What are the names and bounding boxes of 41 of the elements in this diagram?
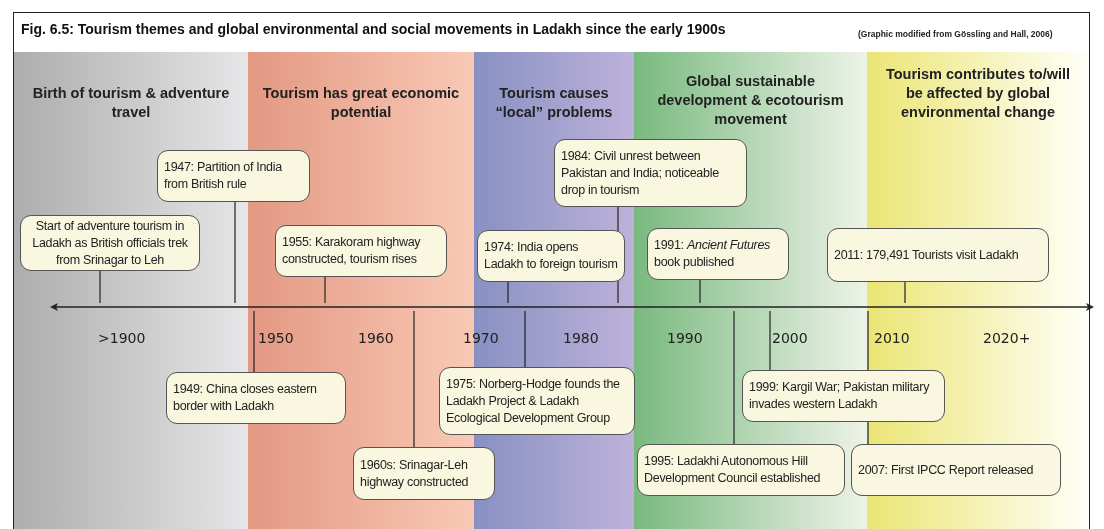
event-box: 1955: Karakoram highway constructed, tourism rises: [275, 225, 447, 277]
band-heading: Birth of tourism & adventure travel: [31, 84, 231, 122]
decade-label: 2020+: [983, 330, 1031, 346]
event-box: Start of adventure tourism in Ladakh as British officials trek from Srinagar to Leh: [20, 215, 200, 271]
band-heading: Tourism causes “local” problems: [494, 84, 614, 122]
event-box: 2011: 179,491 Tourists visit Ladakh: [827, 228, 1049, 282]
leader-line: [253, 310, 255, 373]
band-heading: Tourism has great economic potential: [261, 84, 461, 122]
event-box: 1975: Norberg-Hodge founds the Ladakh Project & Ladakh Ecological Development Group: [439, 367, 635, 435]
leader-line: [99, 270, 101, 304]
decade-label: >1900: [98, 330, 146, 346]
timeline-axis: [50, 303, 1094, 311]
leader-line: [524, 310, 526, 368]
event-box: 1960s: Srinagar-Leh highway constructed: [353, 447, 495, 500]
leader-line: [733, 310, 735, 445]
source-note: (Graphic modified from Gössling and Hall, 2006): [858, 29, 1053, 39]
decade-label: 1960: [358, 330, 394, 346]
band-heading: Tourism contributes to/will be affected by global environmental change: [884, 65, 1072, 122]
event-box: 1991: Ancient Futures book published: [647, 228, 789, 280]
event-box: 1995: Ladakhi Autonomous Hill Development Council established: [637, 444, 845, 496]
event-box: 1947: Partition of India from British rule: [157, 150, 310, 202]
leader-line: [617, 206, 619, 304]
band-heading: Global sustainable development & ecotourism movement: [656, 72, 845, 129]
leader-line: [234, 201, 236, 304]
leader-line: [507, 281, 509, 304]
event-box: 1984: Civil unrest between Pakistan and India; noticeable drop in tourism: [554, 139, 747, 207]
event-box: 2007: First IPCC Report released: [851, 444, 1061, 496]
decade-label: 1990: [667, 330, 703, 346]
event-box: 1974: India opens Ladakh to foreign tourism: [477, 230, 625, 282]
leader-line: [769, 310, 771, 371]
decade-label: 2000: [772, 330, 808, 346]
decade-label: 1980: [563, 330, 599, 346]
event-box: 1999: Kargil War; Pakistan military invades western Ladakh: [742, 370, 945, 422]
decade-label: 2010: [874, 330, 910, 346]
leader-line: [699, 279, 701, 304]
decade-label: 1950: [258, 330, 294, 346]
leader-line: [904, 281, 906, 304]
figure-title: Fig. 6.5: Tourism themes and global environmental and social movements in Ladakh since the early 1900s: [21, 21, 726, 37]
leader-line: [324, 276, 326, 304]
leader-line: [413, 310, 415, 448]
event-box: 1949: China closes eastern border with Ladakh: [166, 372, 346, 424]
